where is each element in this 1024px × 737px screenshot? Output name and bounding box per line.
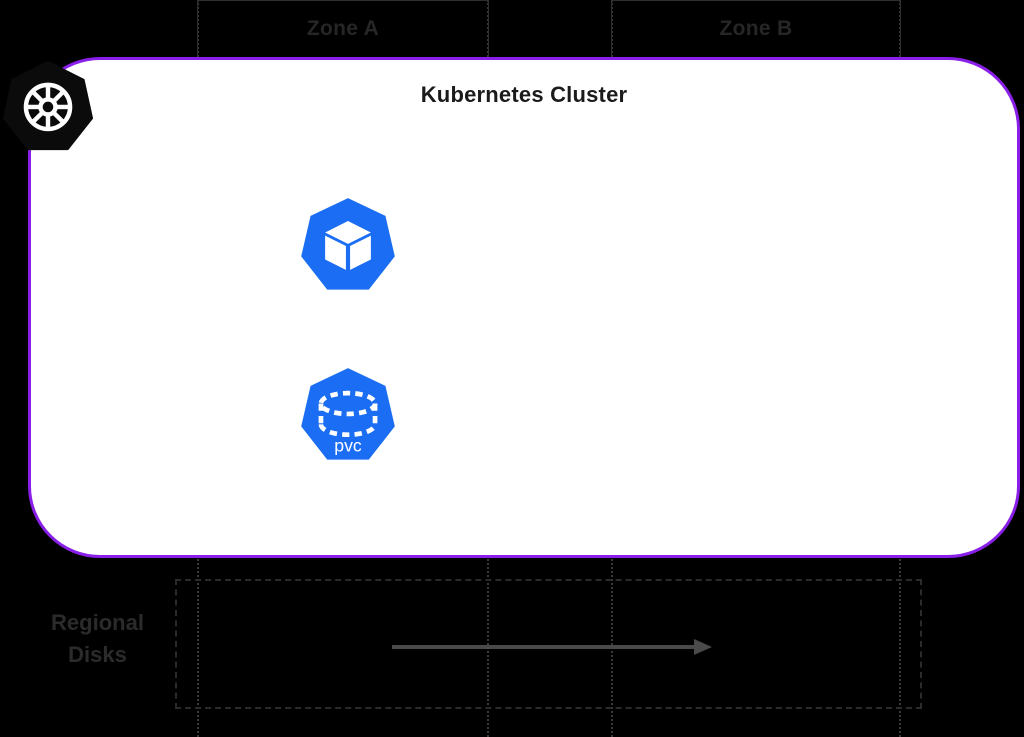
arrow-right-icon [392,636,712,658]
pvc-caption: pvc [334,435,362,455]
zone-label-zone-a: Zone A [306,17,380,40]
kubernetes-logo-icon [0,58,96,154]
zone-header-zone-a: Zone A [197,0,489,58]
kubernetes-cluster-box [28,57,1020,558]
zone-label-zone-b: Zone B [719,17,793,40]
regional-disks-label-line-1: Regional [51,610,144,635]
regional-disks-label-line-2: Disks [68,642,127,667]
cluster-title: Kubernetes Cluster [420,82,628,107]
kubernetes-pod-icon [296,194,400,298]
zone-header-zone-b: Zone B [611,0,901,58]
kubernetes-pvc-icon: pvc [296,364,400,468]
database-disk-icon-zone-b [713,608,805,694]
database-disk-icon-zone-a [296,608,388,694]
regional-disks-group [175,579,922,709]
regional-disks-label: Regional Disks [10,607,185,671]
